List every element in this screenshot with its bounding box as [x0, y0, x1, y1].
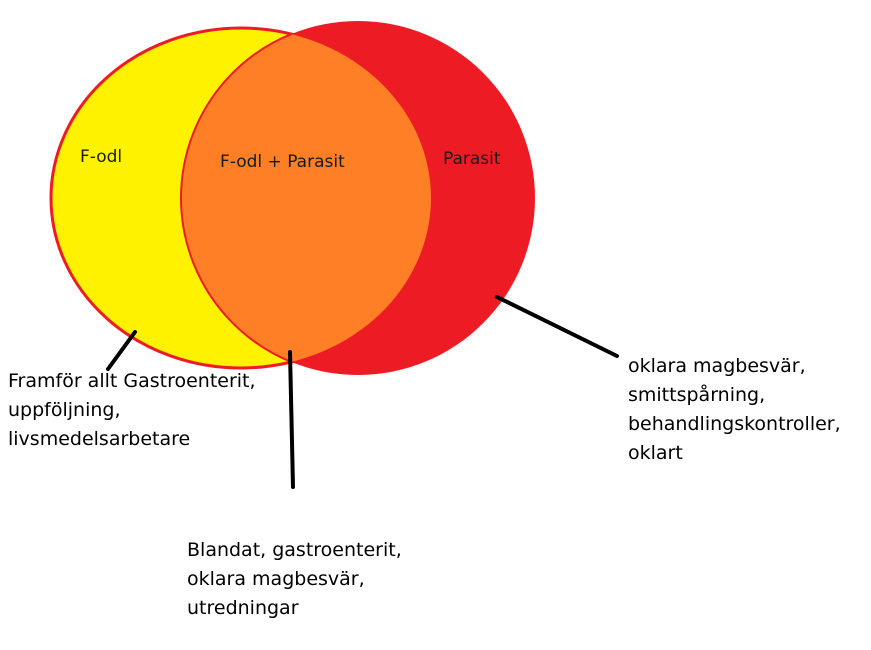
fodl-label: F-odl [80, 147, 123, 167]
overlap-annotation-line-1: Blandat, gastroenterit, [187, 539, 402, 561]
fodl-annotation-line-3: livsmedelsarbetare [8, 428, 191, 450]
overlap-annotation-line-3: utredningar [187, 597, 299, 619]
overlap-region [181, 28, 431, 368]
fodl-annotation-line-2: uppföljning, [8, 399, 121, 421]
parasit-label: Parasit [443, 149, 501, 169]
parasit-annotation-line-3: behandlingskontroller, [628, 413, 841, 435]
overlap-annotation: Blandat, gastroenterit, oklara magbesvär… [187, 536, 402, 623]
parasit-annotation-line-2: smittspårning, [628, 384, 766, 406]
parasit-outline [180, 28, 431, 368]
overlap-annotation-line-2: oklara magbesvär, [187, 568, 365, 590]
parasit-annotation-line-4: oklart [628, 442, 683, 464]
fodl-annotation: Framför allt Gastroenterit, uppföljning,… [8, 367, 256, 454]
parasit-annotation: oklara magbesvär, smittspårning, behandl… [628, 352, 841, 468]
overlap-connector-line [288, 350, 295, 489]
fodl-annotation-line-1: Framför allt Gastroenterit, [8, 370, 256, 392]
overlap-label: F-odl + Parasit [220, 152, 345, 172]
parasit-annotation-line-1: oklara magbesvär, [628, 355, 806, 377]
fodl-connector-line [106, 330, 137, 371]
parasit-connector-line [495, 295, 619, 358]
